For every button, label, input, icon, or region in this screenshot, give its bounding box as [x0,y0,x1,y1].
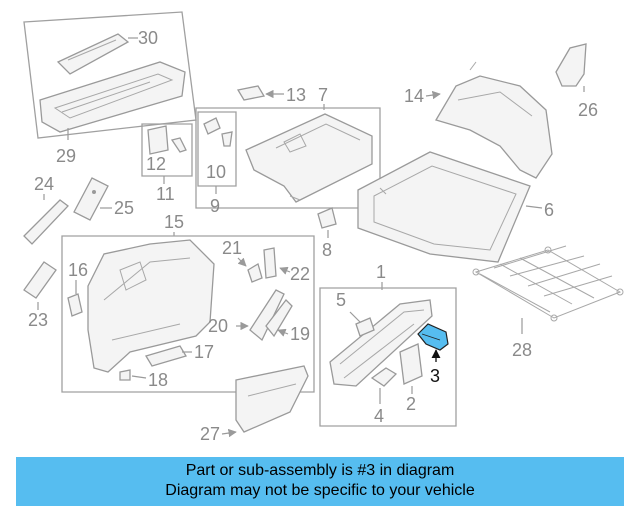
part-26-bracket [555,43,587,87]
callout-30: 30 [138,28,158,48]
group-box-15 [61,235,315,393]
callout-28: 28 [512,340,532,360]
part-19-bracket [265,299,293,338]
part-17-cover [145,345,187,367]
part-10-clip [203,117,221,135]
callout-16: 16 [68,260,88,280]
callout-18: 18 [148,370,168,390]
callout-14: 14 [404,86,424,106]
callout-12: 12 [146,154,166,174]
high-mount-lamp [56,33,130,75]
callout-10: 10 [206,162,226,182]
part-16-clip [67,293,83,317]
part-3-highlighted [417,323,449,351]
part-20-bracket [249,289,285,342]
part-1-sill-plate [329,299,433,387]
callout-26: 26 [578,100,598,120]
group-box-1 [319,287,457,427]
callout-25: 25 [114,198,134,218]
part-2-bracket [399,343,423,385]
part-24-panel [23,199,69,245]
package-tray-group [23,11,197,139]
callout-27: 27 [200,424,220,444]
part-8-clip [317,207,337,229]
callout-17: 17 [194,342,214,362]
callout-2: 2 [406,394,416,414]
callout-4: 4 [374,406,384,426]
callout-1: 1 [376,262,386,282]
caption-line-2: Diagram may not be specific to your vehi… [165,482,475,499]
part-18-clip [119,369,131,381]
caption-line-1: Part or sub-assembly is #3 in diagram [185,462,455,479]
part-25-cover [73,177,109,221]
part-13-clip [236,85,266,101]
part-14-side-trim [435,75,553,179]
callout-22: 22 [290,264,310,284]
callout-8: 8 [322,240,332,260]
part-21-fastener [247,263,263,283]
package-tray [39,61,186,133]
callout-24: 24 [34,174,54,194]
callout-13: 13 [286,85,306,105]
callout-23: 23 [28,310,48,330]
callout-19: 19 [290,324,310,344]
callout-7: 7 [318,85,328,105]
part-27-cover [235,365,309,433]
part-15-side-trim [87,239,215,373]
caption-banner: Part or sub-assembly is #3 in diagram Di… [16,457,624,506]
callout-6: 6 [544,200,554,220]
part-28-cargo-net [474,249,622,319]
callout-3: 3 [430,366,440,386]
callout-9: 9 [210,196,220,216]
callout-29: 29 [56,146,76,166]
callout-5: 5 [336,290,346,310]
part-7-trunk-trim [245,113,373,203]
callout-20: 20 [208,316,228,336]
callout-15: 15 [164,212,184,232]
part-23-panel [23,261,57,299]
part-4-clip [370,367,398,387]
part-6-trunk-mat [357,151,531,263]
part-5-clip [355,317,375,337]
callout-21: 21 [222,238,242,258]
callout-11: 11 [156,184,175,204]
part-12-bracket [147,125,169,155]
